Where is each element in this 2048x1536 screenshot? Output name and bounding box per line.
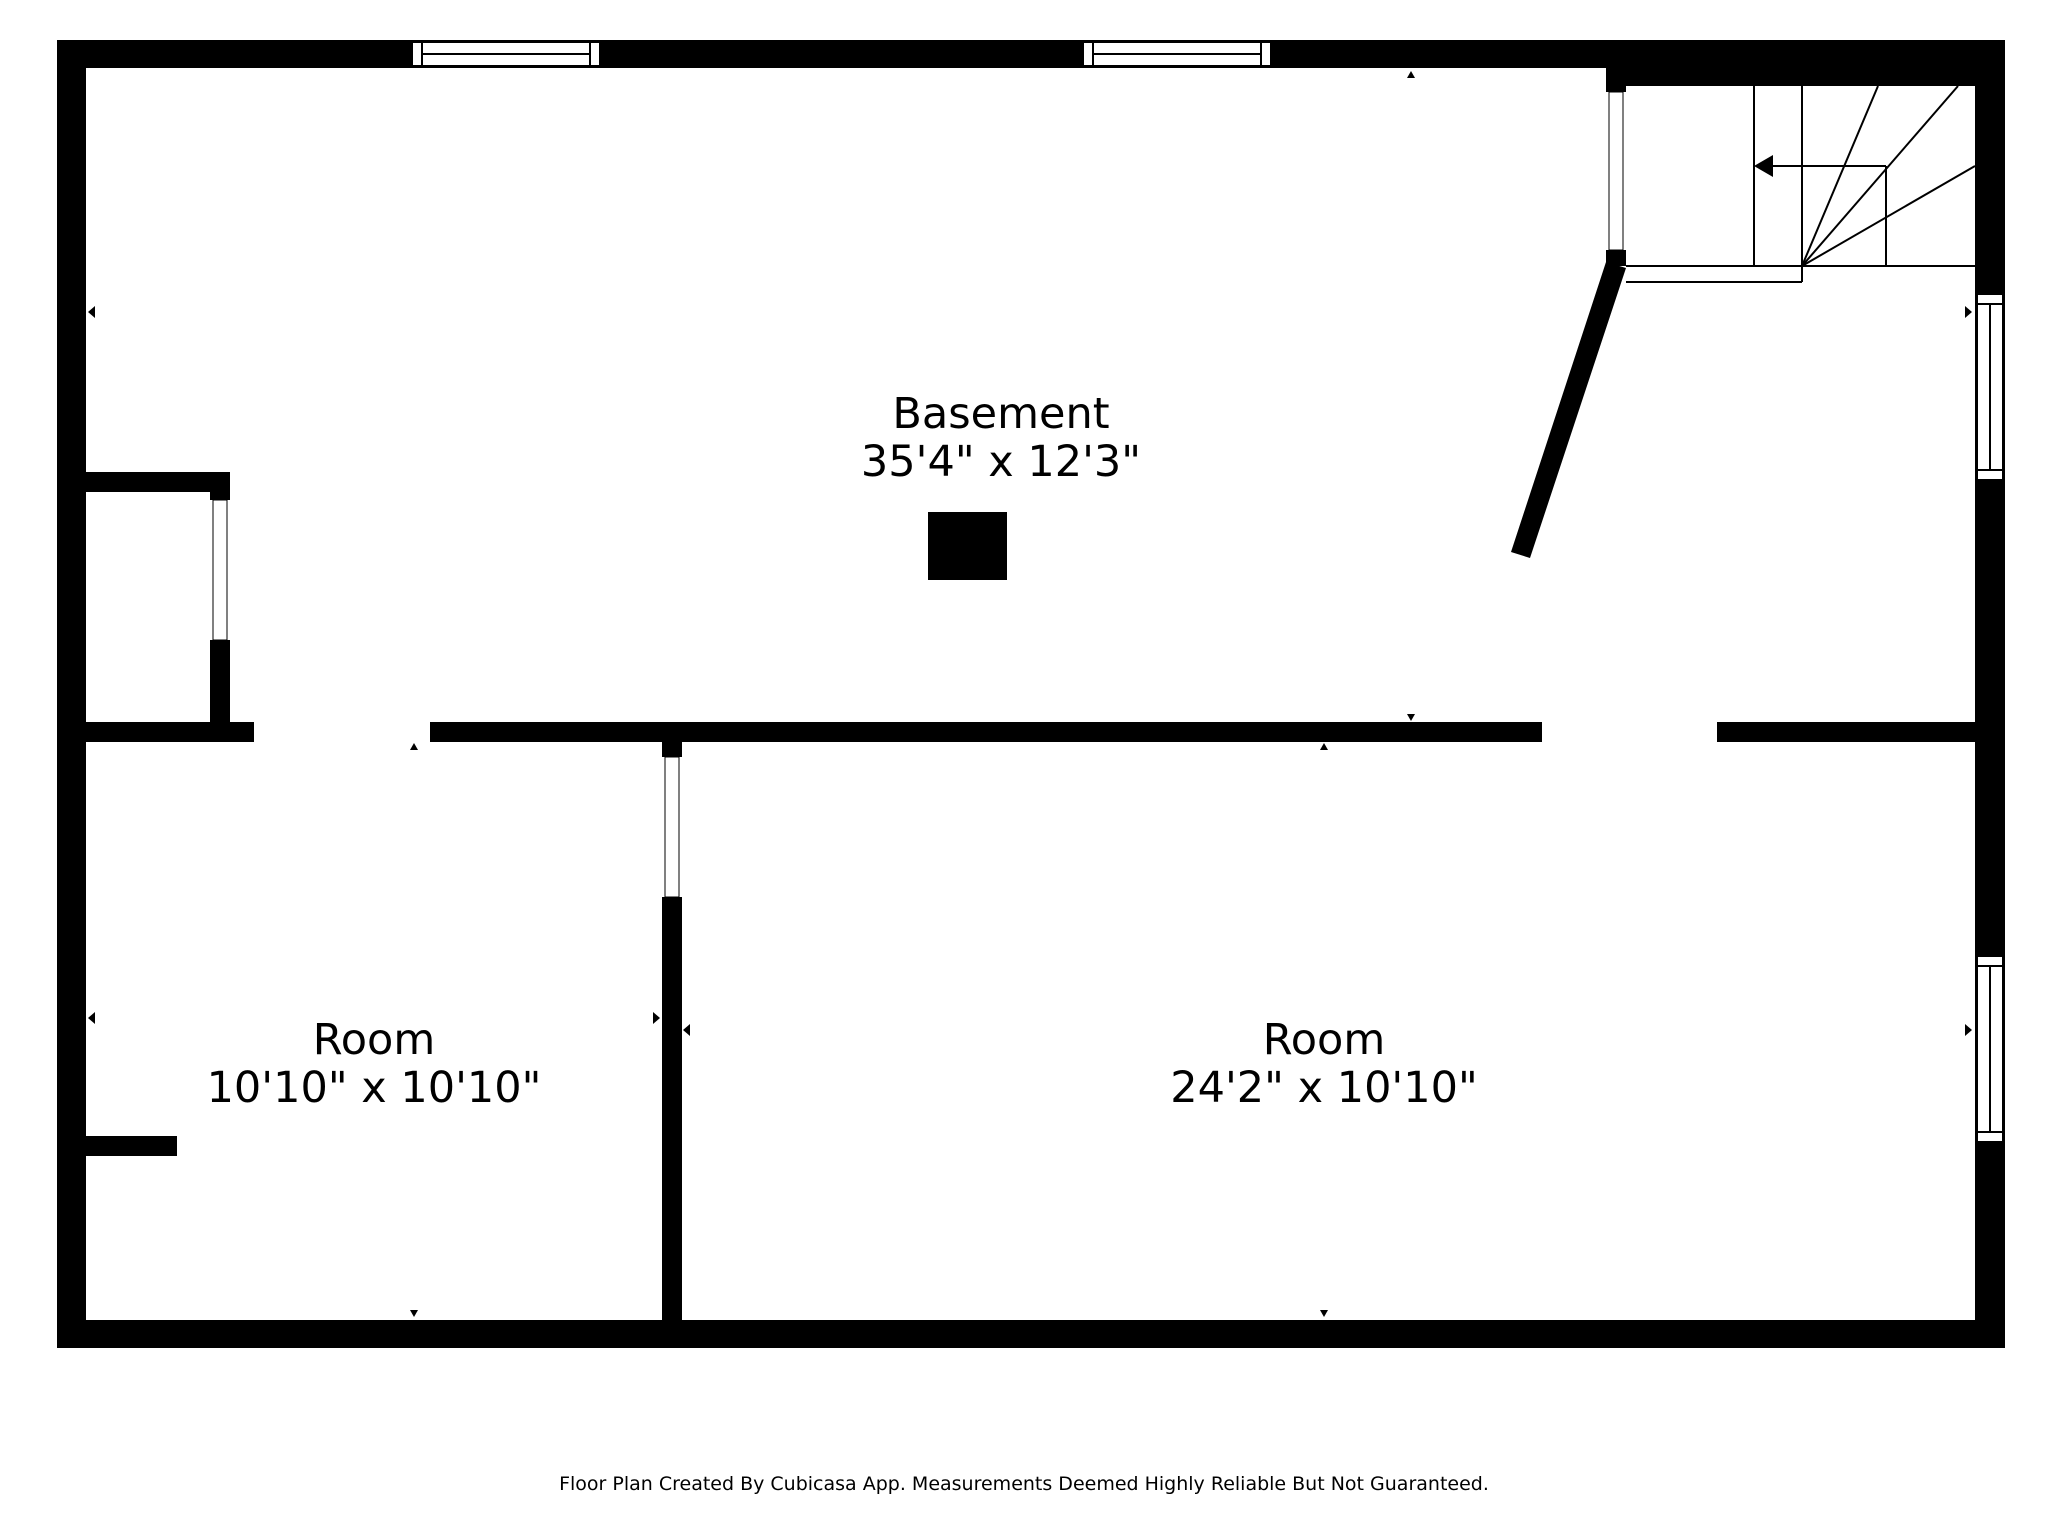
room-label-left-room: Room 10'10" x 10'10" xyxy=(207,1015,542,1113)
tick-marker-icon xyxy=(1965,306,1972,318)
room-name: Room xyxy=(1263,1015,1385,1065)
footer-disclaimer: Floor Plan Created By Cubicasa App. Meas… xyxy=(559,1473,1489,1495)
tick-marker-icon xyxy=(653,1012,660,1024)
tick-marker-icon xyxy=(410,1310,418,1317)
wall-divider-left xyxy=(57,722,254,742)
closet-wall-stub-top xyxy=(210,472,230,500)
tick-marker-icon xyxy=(1407,714,1415,721)
wall-stub-bottom-left xyxy=(57,1136,177,1156)
interior-walls xyxy=(57,40,1975,1348)
stair-wall-bottom xyxy=(1606,250,1626,266)
room-opening xyxy=(664,756,680,898)
wall-right xyxy=(1975,40,2005,1348)
window-right-lower xyxy=(1976,955,2004,1143)
wall-divider-right xyxy=(1717,722,1975,742)
tick-marker-icon xyxy=(1320,743,1328,750)
window-right-upper xyxy=(1976,293,2004,481)
closet-opening xyxy=(212,499,228,641)
room-label-right-room: Room 24'2" x 10'10" xyxy=(1170,1015,1478,1113)
closet-wall-top xyxy=(57,472,230,492)
room-dimensions: 10'10" x 10'10" xyxy=(207,1063,542,1113)
stair-wall-top xyxy=(1606,40,1626,92)
support-column xyxy=(928,512,1007,580)
tick-marker-icon xyxy=(1965,1024,1972,1036)
dimension-markers xyxy=(88,71,1972,1317)
tick-marker-icon xyxy=(88,306,95,318)
wall-left xyxy=(57,40,86,1348)
staircase xyxy=(1626,85,1976,283)
tick-marker-icon xyxy=(1320,1310,1328,1317)
room-name: Room xyxy=(313,1015,435,1065)
tick-marker-icon xyxy=(1407,71,1415,78)
stair-direction-arrow-icon xyxy=(1754,155,1773,177)
stair-opening xyxy=(1608,91,1624,251)
room-dimensions: 35'4" x 12'3" xyxy=(861,437,1141,487)
room-divider-wall xyxy=(662,897,682,1348)
closet-wall-stub-bottom xyxy=(210,640,230,742)
angled-wall xyxy=(1511,262,1626,558)
exterior-walls xyxy=(57,40,2005,1348)
wall-stair-top xyxy=(1610,40,2005,86)
room-label-basement: Basement 35'4" x 12'3" xyxy=(861,389,1141,487)
room-name: Basement xyxy=(892,389,1109,439)
windows xyxy=(411,41,2004,1143)
wall-divider-middle xyxy=(430,722,1542,742)
window-top-left xyxy=(411,41,601,67)
tick-marker-icon xyxy=(683,1024,690,1036)
room-dimensions: 24'2" x 10'10" xyxy=(1170,1063,1478,1113)
room-divider-stub xyxy=(662,742,682,757)
openings xyxy=(212,91,1624,898)
window-top-middle xyxy=(1082,41,1272,67)
wall-bottom xyxy=(57,1320,2005,1348)
tick-marker-icon xyxy=(88,1012,95,1024)
tick-marker-icon xyxy=(410,743,418,750)
